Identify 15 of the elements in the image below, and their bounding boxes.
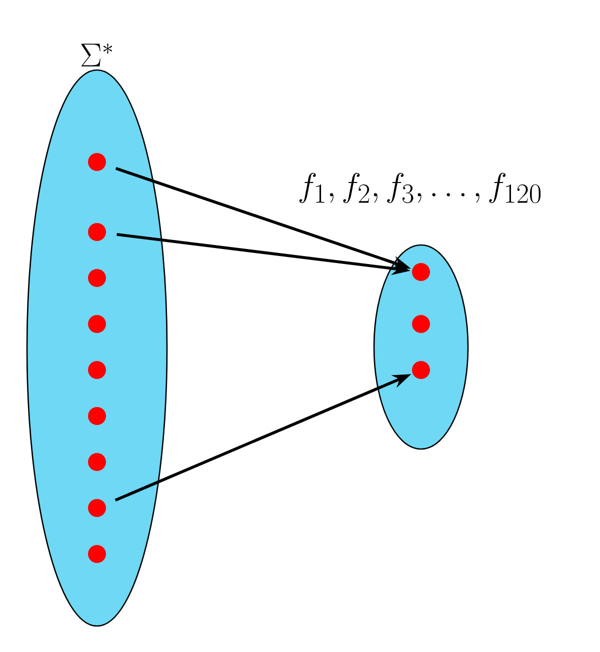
dot — [412, 361, 430, 379]
dot — [88, 453, 106, 471]
dot — [88, 361, 106, 379]
dot — [88, 153, 106, 171]
dot — [88, 315, 106, 333]
dot — [88, 407, 106, 425]
dot — [88, 223, 106, 241]
dot — [88, 545, 106, 563]
set-ellipse — [373, 244, 469, 450]
function-label: $f_1, f_2, f_3, \ldots, f_{120}$ — [299, 172, 541, 204]
dot — [88, 499, 106, 517]
dot — [412, 315, 430, 333]
dot — [412, 263, 430, 281]
set-label: $\Sigma^*$ — [81, 44, 112, 66]
dot — [88, 269, 106, 287]
